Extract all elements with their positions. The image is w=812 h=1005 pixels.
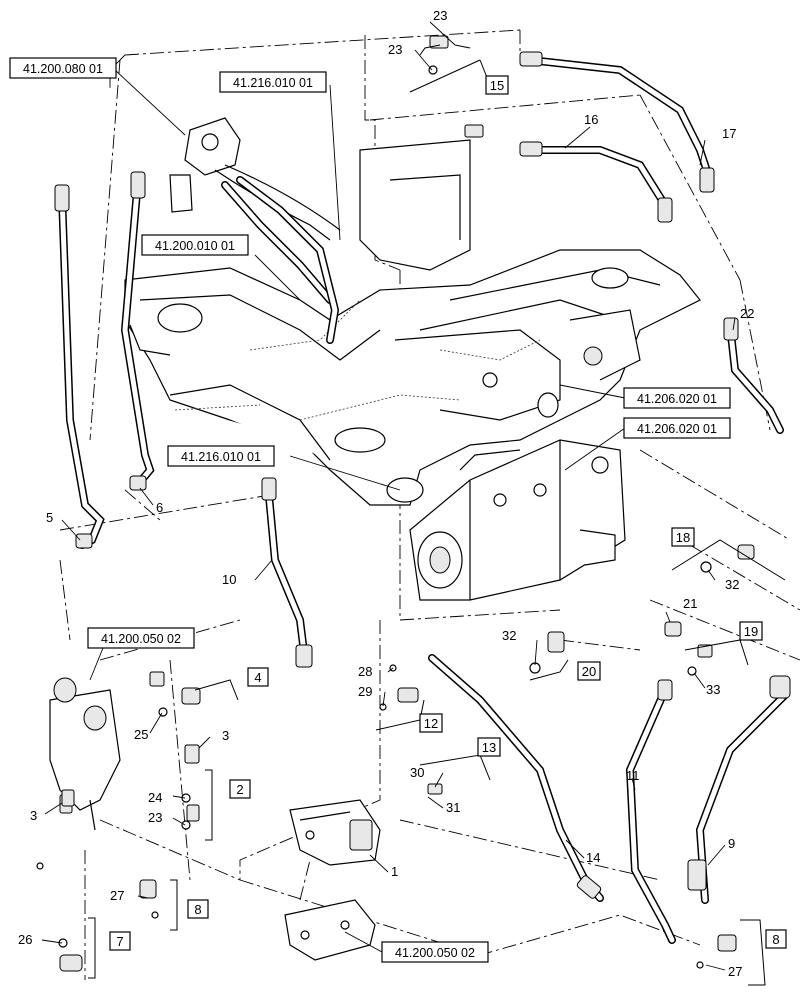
callout-21: 21 xyxy=(683,596,697,611)
callout-22: 22 xyxy=(740,306,754,321)
callout-10: 10 xyxy=(222,572,236,587)
callout-6: 6 xyxy=(156,500,163,515)
callout-33: 33 xyxy=(706,682,720,697)
axle-frame-assembly xyxy=(124,139,701,506)
svg-text:8: 8 xyxy=(772,932,779,947)
group-box-8-left: 8 xyxy=(187,899,209,919)
callout-27-right: 27 xyxy=(728,964,742,979)
callout-numbers: 23 23 16 17 22 5 6 10 32 21 32 33 28 29 … xyxy=(18,8,754,979)
svg-text:15: 15 xyxy=(490,78,504,93)
motor-assembly xyxy=(409,439,626,601)
fittings xyxy=(36,35,755,972)
callout-30: 30 xyxy=(410,765,424,780)
svg-text:41.200.050 02: 41.200.050 02 xyxy=(395,946,475,960)
callout-11: 11 xyxy=(626,768,640,783)
ref-label-6: 41.216.010 01 xyxy=(167,445,275,467)
callout-26: 26 xyxy=(18,932,32,947)
ref-label-5: 41.206.020 01 xyxy=(623,417,731,439)
callout-27-left: 27 xyxy=(110,888,124,903)
callout-23-lower: 23 xyxy=(148,810,162,825)
callout-14: 14 xyxy=(586,850,600,865)
group-box-2: 2 xyxy=(229,779,251,799)
svg-text:2: 2 xyxy=(236,782,243,797)
ref-label-8: 41.200.050 02 xyxy=(381,941,489,963)
valve-block-1 xyxy=(289,799,381,866)
svg-text:12: 12 xyxy=(424,716,438,731)
hoses xyxy=(54,51,791,944)
ref-label-2: 41.216.010 01 xyxy=(219,71,327,93)
svg-text:20: 20 xyxy=(582,664,596,679)
callout-5: 5 xyxy=(46,510,53,525)
svg-text:41.216.010 01: 41.216.010 01 xyxy=(181,450,261,464)
callout-28: 28 xyxy=(358,664,372,679)
callout-17: 17 xyxy=(722,126,736,141)
valve-left xyxy=(49,677,121,831)
callout-32-center: 32 xyxy=(502,628,516,643)
svg-text:19: 19 xyxy=(744,624,758,639)
group-box-12: 12 xyxy=(419,713,443,733)
callout-16: 16 xyxy=(584,112,598,127)
svg-text:41.206.020 01: 41.206.020 01 xyxy=(637,422,717,436)
svg-text:8: 8 xyxy=(194,902,201,917)
svg-text:41.206.020 01: 41.206.020 01 xyxy=(637,392,717,406)
svg-text:41.200.080 01: 41.200.080 01 xyxy=(23,62,103,76)
callout-32-right: 32 xyxy=(725,577,739,592)
svg-text:41.200.010 01: 41.200.010 01 xyxy=(155,239,235,253)
callout-23-second: 23 xyxy=(388,42,402,57)
ref-label-7: 41.200.050 02 xyxy=(87,627,195,649)
svg-text:13: 13 xyxy=(482,740,496,755)
group-box-7: 7 xyxy=(109,931,131,951)
group-box-19: 19 xyxy=(739,621,763,641)
ref-label-3: 41.200.010 01 xyxy=(141,234,249,256)
callout-3-right: 3 xyxy=(222,728,229,743)
group-box-18: 18 xyxy=(671,527,695,547)
svg-text:41.216.010 01: 41.216.010 01 xyxy=(233,76,313,90)
callout-31: 31 xyxy=(446,800,460,815)
callout-24: 24 xyxy=(148,790,162,805)
leader-lines xyxy=(41,21,736,971)
group-box-4: 4 xyxy=(247,667,269,687)
callout-23-top: 23 xyxy=(433,8,447,23)
mount-plate xyxy=(284,899,376,961)
callout-25: 25 xyxy=(134,727,148,742)
ref-label-4: 41.206.020 01 xyxy=(623,387,731,409)
svg-text:7: 7 xyxy=(116,934,123,949)
callout-1: 1 xyxy=(391,864,398,879)
group-box-20: 20 xyxy=(577,661,601,681)
ref-label-1: 41.200.080 01 xyxy=(9,57,117,79)
svg-text:4: 4 xyxy=(254,670,261,685)
svg-text:18: 18 xyxy=(676,530,690,545)
callout-9: 9 xyxy=(728,836,735,851)
dotted-details xyxy=(174,299,541,421)
svg-text:41.200.050 02: 41.200.050 02 xyxy=(101,632,181,646)
group-box-8-right: 8 xyxy=(765,929,787,949)
callout-3-left: 3 xyxy=(30,808,37,823)
group-box-13: 13 xyxy=(477,737,501,757)
callout-29: 29 xyxy=(358,684,372,699)
group-box-15: 15 xyxy=(485,75,509,95)
